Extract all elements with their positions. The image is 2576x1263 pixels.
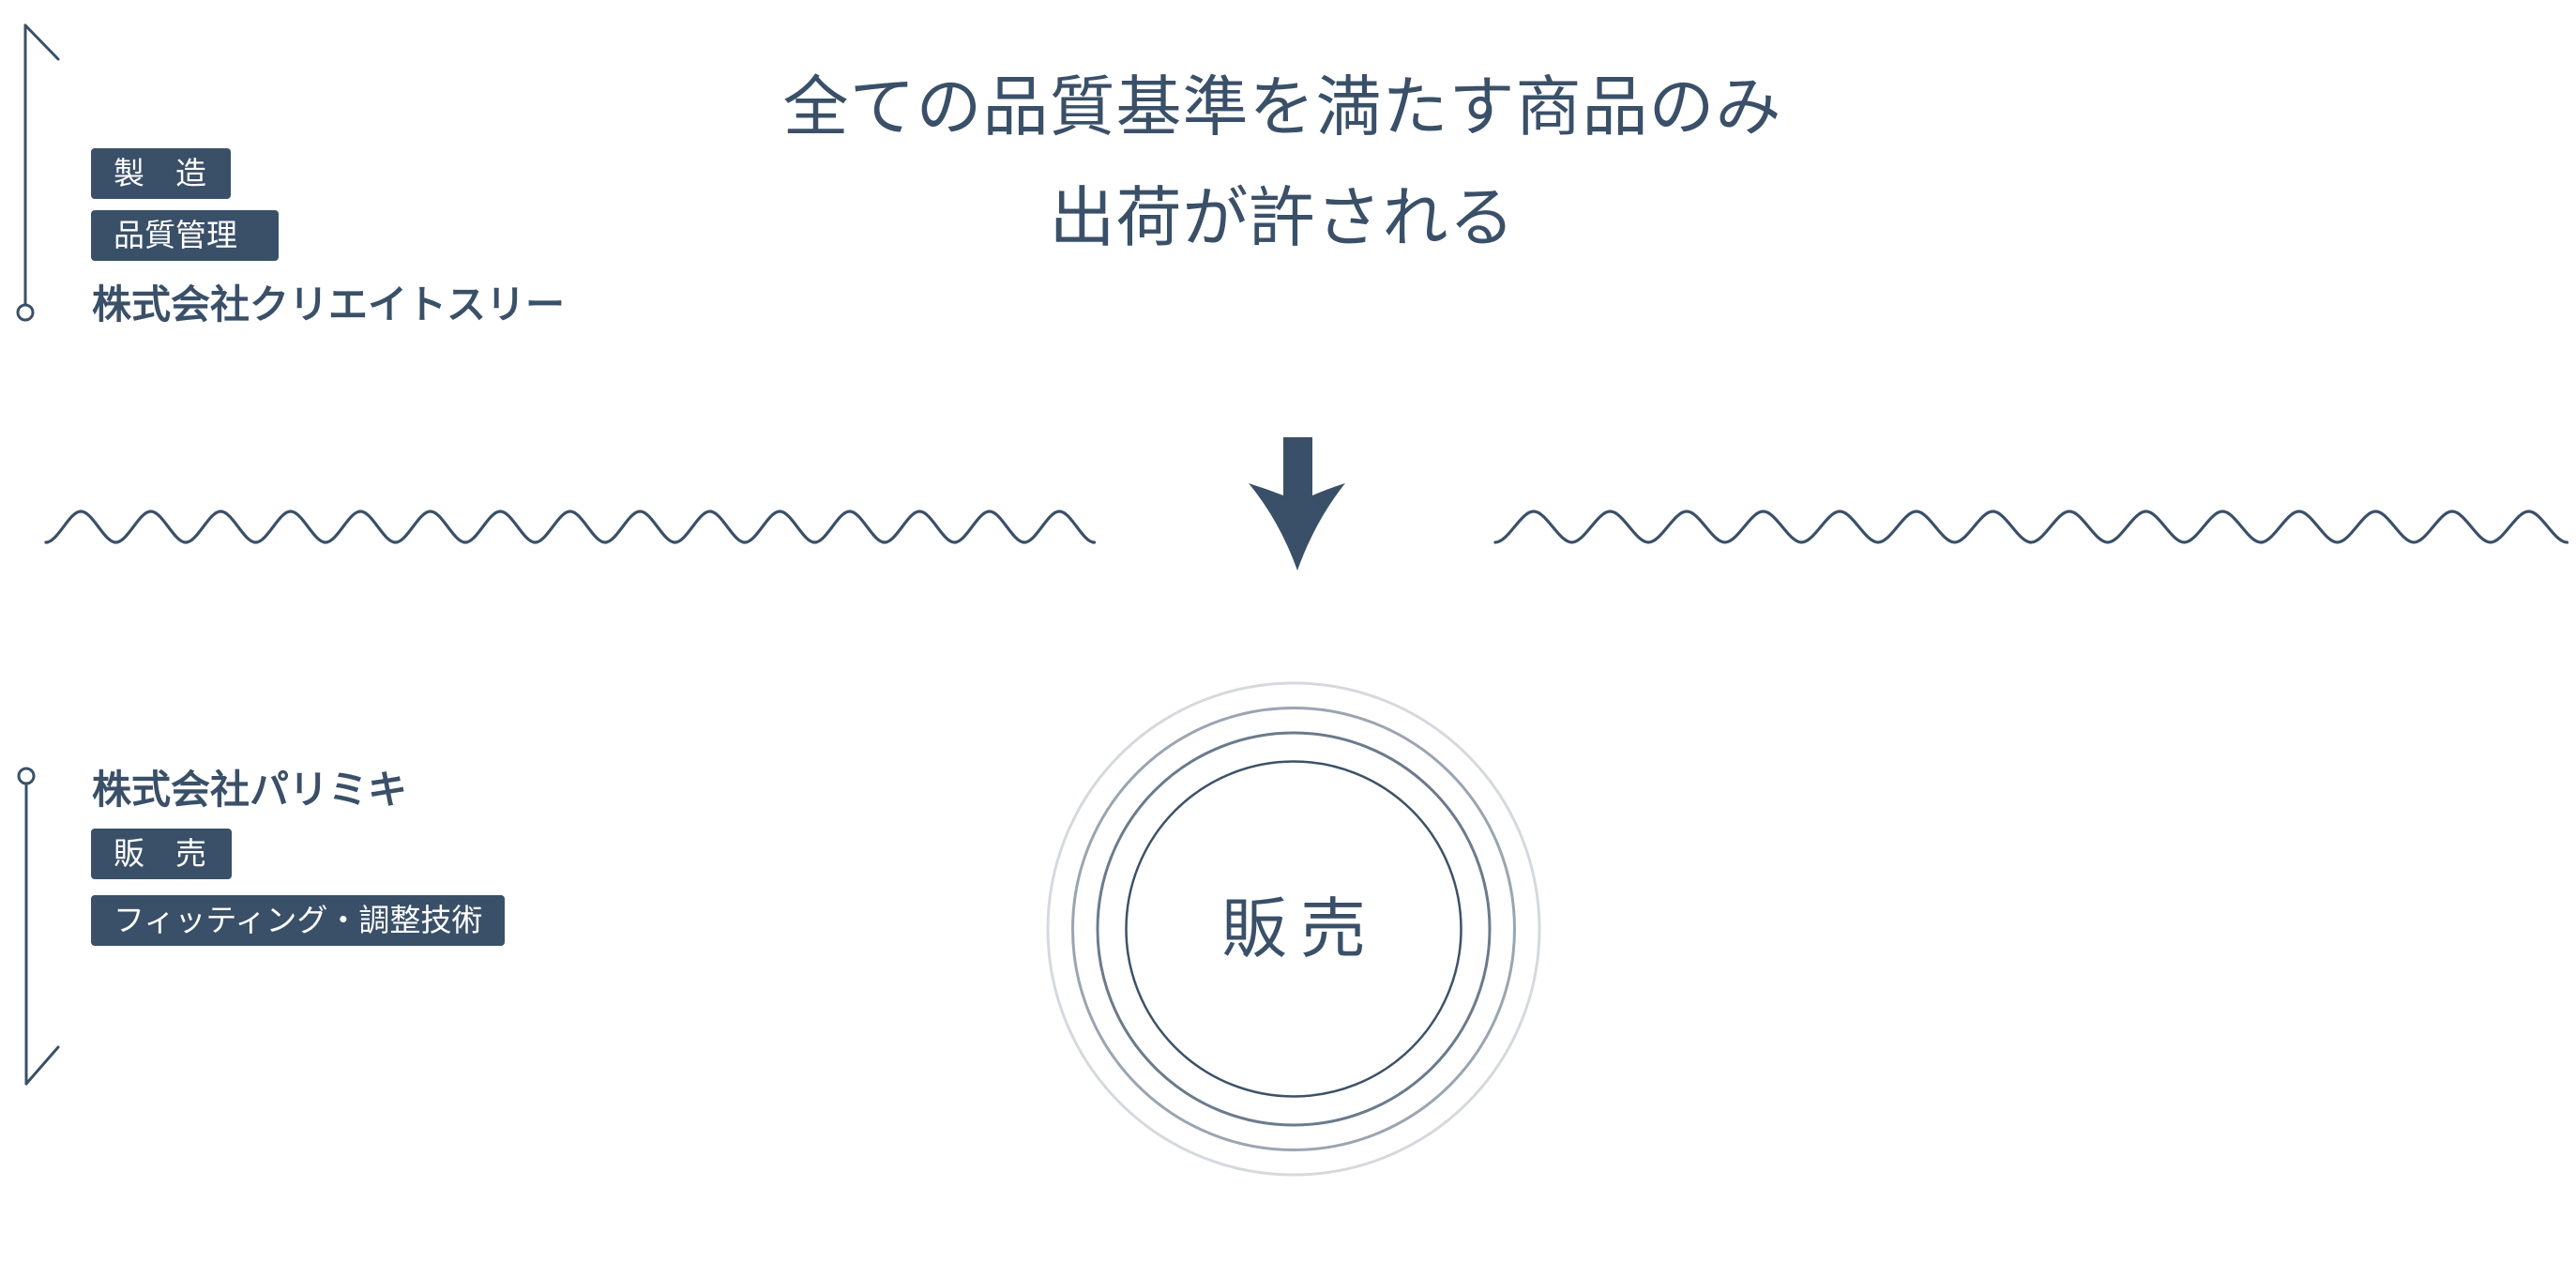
- right-wave-icon: [1493, 510, 2568, 544]
- arrow-down-icon: [1249, 437, 1345, 571]
- bottom-bracket-icon: [17, 767, 60, 1086]
- badge-quality-control: 品質管理: [91, 210, 279, 261]
- ring-inner: [1125, 760, 1462, 1098]
- title-line-2: 出荷が許される: [1049, 179, 1516, 256]
- company-name-paris-miki: 株式会社パリミキ: [92, 767, 408, 813]
- ring-outer: [1046, 681, 1541, 1177]
- ring-second: [1071, 707, 1516, 1151]
- company-name-create-three: 株式会社クリエイトスリー: [92, 282, 566, 327]
- top-bracket-icon: [16, 23, 60, 322]
- ring-third: [1096, 731, 1492, 1127]
- badge-fitting-adjustment: フィッティング・調整技術: [91, 895, 505, 946]
- badge-manufacturing: 製 造: [91, 148, 231, 199]
- title-line-1: 全ての品質基準を満たす商品のみ: [782, 68, 1782, 145]
- concentric-rings: [1046, 681, 1541, 1177]
- left-wave-icon: [44, 510, 1097, 544]
- circle-label-sales: 販売: [1221, 890, 1379, 967]
- badge-sales: 販 売: [91, 829, 232, 879]
